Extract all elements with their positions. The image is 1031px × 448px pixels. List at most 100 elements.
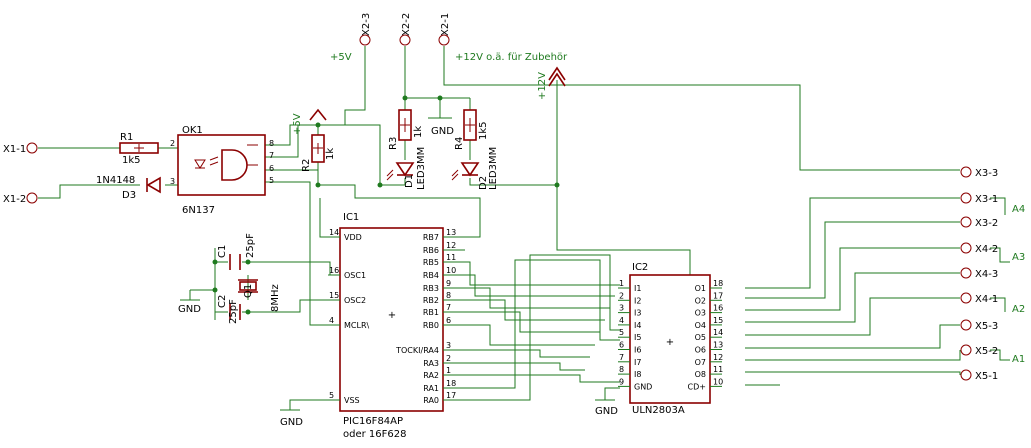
ok1-pin-8: 8: [269, 139, 274, 148]
label-d3-val: 1N4148: [96, 175, 135, 186]
ic1-pin-number: 1: [446, 366, 451, 375]
ok1-pin-5: 5: [269, 176, 274, 185]
label-x3-3: X3-3: [975, 168, 998, 179]
ic2-pin-name: O3: [695, 309, 706, 318]
ic1-pin-number: 18: [446, 379, 456, 388]
ic2-pin-number: 5: [619, 328, 624, 337]
ic1-pin-number: 2: [446, 354, 451, 363]
ic1-pin-number: 6: [446, 316, 451, 325]
label-r1: R1: [120, 132, 133, 143]
resistor-r2: [311, 134, 325, 163]
terminal-x2-2: [399, 34, 411, 46]
supply-arrows: [309, 66, 566, 121]
ic2-pin-number: 13: [713, 341, 723, 350]
label-x5-3: X5-3: [975, 321, 998, 332]
ic1-pin-name: RB0: [423, 321, 439, 330]
ic1-pin-number: 8: [446, 291, 451, 300]
label-r2-val: 1k: [325, 148, 336, 160]
ic1-pin-number: 9: [446, 279, 451, 288]
terminal-x3-2: [960, 216, 972, 228]
optocoupler-ok1: [177, 134, 266, 196]
label-gnd-led: GND: [431, 126, 454, 137]
ic1-pin-name: RB7: [423, 233, 439, 242]
terminal-x4-2: [960, 242, 972, 254]
ic1-pin-number: 13: [446, 228, 456, 237]
label-ok1-val: 6N137: [182, 205, 215, 216]
svg-text:+: +: [666, 337, 674, 348]
label-r4: R4: [454, 137, 465, 150]
terminal-x5-3: [960, 319, 972, 331]
ic2-pin-name: I8: [634, 370, 641, 379]
ic2-pin-name: I4: [634, 321, 641, 330]
ic1-pin-name: VSS: [344, 396, 360, 405]
capacitor-c1: [229, 254, 241, 270]
ic1-pin-name: RB5: [423, 258, 439, 267]
ic2-pin-name: O8: [695, 370, 706, 379]
label-ic1-value: PIC16F84AP: [343, 416, 403, 427]
label-r1-val: 1k5: [122, 155, 141, 166]
ic1-body: [339, 227, 444, 412]
ic1-pin-name: RB3: [423, 284, 439, 293]
ic2-pin-name: I6: [634, 346, 641, 355]
terminal-x4-1: [960, 292, 972, 304]
label-d1: D1: [404, 174, 415, 188]
ic1-pin-number: 3: [446, 341, 451, 350]
terminal-x3-3: [960, 166, 972, 178]
label-x5-2: X5-2: [975, 346, 998, 357]
label-x2-1: X2-1: [440, 13, 451, 36]
ok1-pin-2: 2: [170, 139, 175, 148]
label-a3: A3: [1012, 252, 1025, 263]
ic2-pin-name: O5: [695, 333, 706, 342]
label-r4-val: 1k5: [478, 121, 489, 140]
ic1-pin-number: 17: [446, 391, 456, 400]
ic2-pin-number: 10: [713, 377, 723, 386]
label-x5-1: X5-1: [975, 371, 998, 382]
label-ic1-alt: oder 16F628: [343, 429, 406, 440]
terminal-x1-1: [26, 142, 38, 154]
ic2-pin-number: 16: [713, 304, 723, 313]
label-x1-1: X1-1: [3, 144, 26, 155]
ic2-pin-name: I5: [634, 333, 641, 342]
junctions: [212, 95, 560, 315]
optocoupler-internals: [194, 144, 258, 181]
ic2-pin-number: 15: [713, 316, 723, 325]
ic2-pin-name: I1: [634, 284, 641, 293]
label-r2: R2: [301, 159, 312, 172]
ic2-pin-number: 3: [619, 304, 624, 313]
label-5v-ok: +5V: [292, 113, 303, 135]
label-c1: C1: [217, 245, 228, 258]
ic1-pin-number: 14: [329, 228, 339, 237]
wires: [38, 46, 1010, 410]
label-ic2: IC2: [632, 262, 648, 273]
label-c1-val: 25pF: [245, 233, 256, 258]
ic1-pin-name: RB6: [423, 246, 439, 255]
label-q1: Q1: [243, 284, 254, 298]
terminal-x5-1: [960, 369, 972, 381]
ic2-pin-number: 14: [713, 328, 723, 337]
ic1-pin-name: VDD: [344, 233, 362, 242]
ic2-pin-name: O6: [695, 346, 706, 355]
ic1-pin-name: RB1: [423, 308, 439, 317]
ic1-pin-name: MCLR\: [344, 321, 370, 330]
label-r3-val: 1k: [413, 126, 424, 138]
gnd-symbols: [180, 117, 615, 411]
label-gnd-xtal: GND: [178, 304, 201, 315]
ic2-pin-number: 17: [713, 291, 723, 300]
label-r3: R3: [388, 137, 399, 150]
connector-terminals: [26, 34, 972, 381]
ic1-pin-number: 10: [446, 266, 456, 275]
resistor-r3: [398, 109, 412, 141]
ok1-pin-7: 7: [269, 151, 274, 160]
ic2-pin-name: O2: [695, 296, 706, 305]
ic2-pin-name: O7: [695, 358, 706, 367]
ic1-pin-number: 12: [446, 241, 456, 250]
label-a1: A1: [1012, 354, 1025, 365]
ic2-pin-number: 12: [713, 353, 723, 362]
ic1-pin-number: 11: [446, 253, 456, 262]
ic1-pin-name: RB2: [423, 296, 439, 305]
ic2-pin-number: 1: [619, 279, 624, 288]
label-gnd-pic: GND: [280, 417, 303, 428]
crystal-q1: [238, 279, 258, 293]
ic2-pin-number: 6: [619, 341, 624, 350]
ic1-pin-number: 5: [329, 391, 334, 400]
